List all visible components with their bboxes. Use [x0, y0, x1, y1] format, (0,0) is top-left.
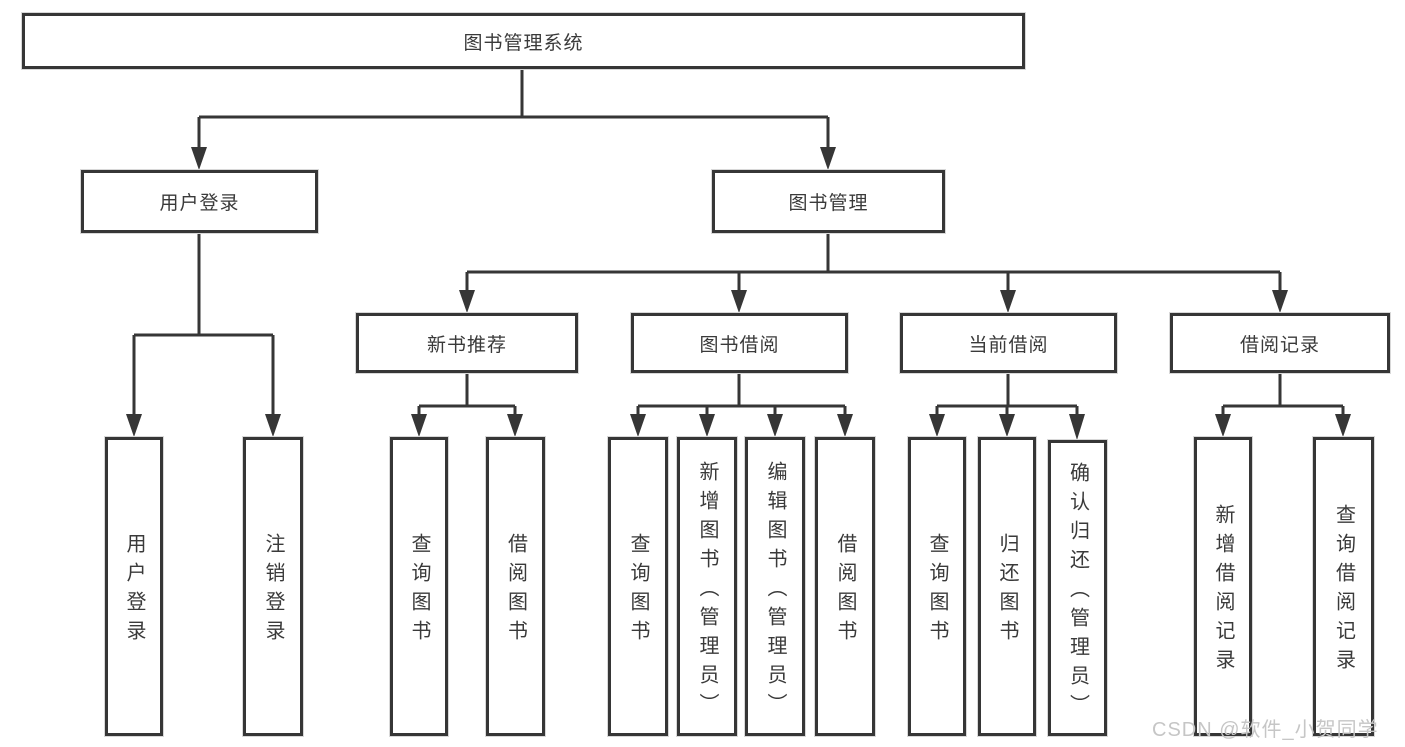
arrow-down-icon — [1272, 290, 1288, 313]
leaf-newbook-borrow-books: 借阅图书 — [486, 437, 545, 736]
connector-newbook-to-leaves — [417, 373, 517, 419]
leaf-newbook-query-books-label: 查询图书 — [408, 533, 430, 649]
node-user-login-label: 用户登录 — [159, 193, 240, 214]
leaf-current-confirm-return-admin: 确认归还（管理员） — [1048, 440, 1107, 736]
node-book-borrow: 图书借阅 — [631, 313, 848, 373]
leaf-logout: 注销登录 — [243, 437, 303, 736]
arrow-down-icon — [411, 414, 427, 437]
connector-userlogin-to-leaves — [132, 233, 275, 419]
node-root: 图书管理系统 — [22, 13, 1025, 69]
node-current-borrow-label: 当前借阅 — [968, 334, 1049, 356]
leaf-borrow-add-books-admin: 新增图书（管理员） — [677, 437, 737, 736]
leaf-borrow-borrow-books: 借阅图书 — [815, 437, 875, 736]
leaf-borrow-query-books: 查询图书 — [608, 437, 668, 736]
node-book-borrow-label: 图书借阅 — [699, 334, 780, 356]
leaf-borrow-edit-books-admin: 编辑图书（管理员） — [745, 437, 805, 736]
arrow-down-icon — [265, 414, 281, 437]
leaf-records-add-record-label: 新增借阅记录 — [1212, 504, 1234, 678]
connector-root-to-level2 — [197, 69, 830, 152]
leaf-current-return-books-label: 归还图书 — [996, 533, 1018, 649]
leaf-records-query-record-label: 查询借阅记录 — [1332, 504, 1355, 678]
arrow-down-icon — [820, 147, 836, 170]
leaf-borrow-query-books-label: 查询图书 — [627, 533, 649, 649]
node-book-management-label: 图书管理 — [788, 193, 869, 214]
node-root-label: 图书管理系统 — [463, 32, 584, 54]
arrow-down-icon — [1069, 414, 1085, 440]
arrow-down-icon — [699, 414, 715, 437]
arrow-down-icon — [731, 290, 747, 313]
arrow-down-icon — [1335, 414, 1351, 437]
arrow-down-icon — [126, 414, 142, 437]
leaf-newbook-borrow-books-label: 借阅图书 — [504, 533, 527, 649]
leaf-current-confirm-return-admin-label: 确认归还（管理员） — [1066, 462, 1089, 723]
arrow-down-icon — [630, 414, 646, 437]
arrow-down-icon — [837, 414, 853, 437]
connector-records-to-leaves — [1221, 373, 1345, 419]
arrow-down-icon — [767, 414, 783, 437]
node-book-management: 图书管理 — [712, 170, 945, 233]
connector-bookmgmt-to-level3 — [465, 233, 1282, 296]
leaf-records-add-record: 新增借阅记录 — [1194, 437, 1252, 736]
node-borrow-records-label: 借阅记录 — [1239, 334, 1320, 356]
connector-currentborrow-to-leaves — [935, 373, 1079, 419]
node-current-borrow: 当前借阅 — [900, 313, 1117, 373]
leaf-current-query-books-label: 查询图书 — [926, 533, 948, 649]
arrow-down-icon — [191, 147, 207, 170]
leaf-borrow-edit-books-admin-label: 编辑图书（管理员） — [764, 460, 786, 722]
arrow-down-icon — [1000, 290, 1016, 313]
node-borrow-records: 借阅记录 — [1170, 313, 1390, 373]
arrow-down-icon — [459, 290, 475, 313]
watermark: CSDN @软件_小贺同学 — [1152, 719, 1379, 741]
node-new-book-recommend-label: 新书推荐 — [426, 334, 507, 356]
arrow-down-icon — [929, 414, 945, 437]
arrow-down-icon — [507, 414, 523, 437]
node-new-book-recommend: 新书推荐 — [356, 313, 578, 373]
leaf-newbook-query-books: 查询图书 — [390, 437, 448, 736]
arrow-down-icon — [999, 414, 1015, 437]
leaf-logout-label: 注销登录 — [262, 533, 284, 649]
leaf-borrow-borrow-books-label: 借阅图书 — [834, 533, 856, 649]
leaf-user-login-label: 用户登录 — [123, 533, 145, 649]
leaf-current-query-books: 查询图书 — [908, 437, 966, 736]
arrow-down-icon — [1215, 414, 1231, 437]
leaf-records-query-record: 查询借阅记录 — [1313, 437, 1374, 736]
leaf-user-login: 用户登录 — [105, 437, 163, 736]
node-user-login: 用户登录 — [81, 170, 318, 233]
leaf-borrow-add-books-admin-label: 新增图书（管理员） — [696, 460, 718, 722]
connector-bookborrow-to-leaves — [636, 373, 847, 419]
leaf-current-return-books: 归还图书 — [978, 437, 1036, 736]
